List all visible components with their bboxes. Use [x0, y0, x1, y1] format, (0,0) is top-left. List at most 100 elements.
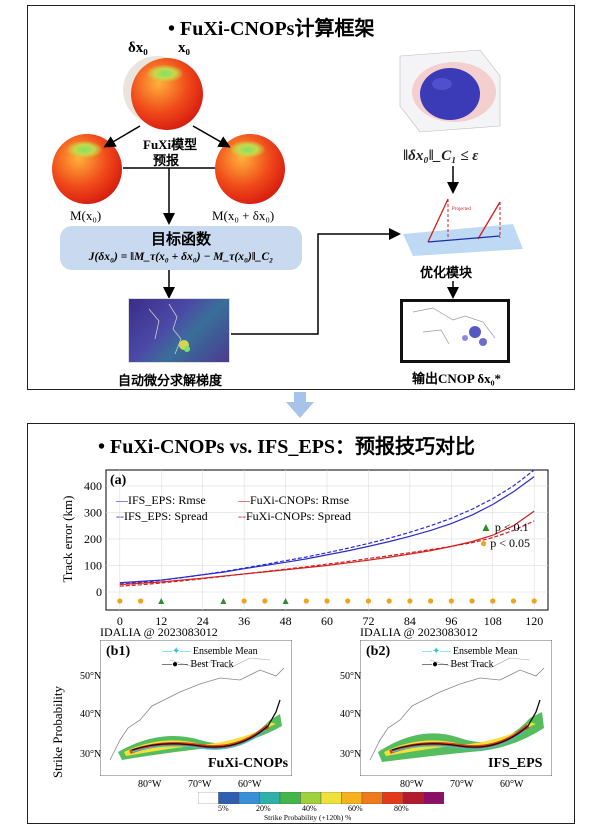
sig-marker-p005	[407, 598, 413, 604]
colorbar-swatch	[279, 792, 301, 804]
x-tick-label: 48	[280, 614, 292, 627]
ensemble-mean-line	[131, 729, 267, 753]
cb-tick-20: 20%	[256, 804, 271, 813]
b1-lat-40: 40°N	[80, 709, 102, 720]
b1-lat-30: 30°N	[80, 749, 102, 760]
b1-legend-best-label: Best Track	[190, 659, 234, 670]
sig-marker-p005	[324, 598, 330, 604]
colorbar-swatch	[402, 792, 424, 804]
sig-marker-p005	[303, 598, 309, 604]
sig-marker-p01	[282, 598, 289, 604]
b2-lat-40: 40°N	[340, 709, 362, 720]
panel-transition-arrow-head	[286, 402, 314, 418]
sig-marker-p005	[531, 598, 537, 604]
coastline	[369, 667, 545, 761]
cb-tick-60: 60%	[348, 804, 363, 813]
legend-fuxi-rmse: —FuXi-CNOPs: Rmse	[238, 493, 350, 507]
x-tick-label: 12	[155, 614, 167, 627]
legend-p01-label: p < 0.1	[494, 520, 529, 534]
best-track-line	[131, 699, 281, 751]
sig-marker-p005	[448, 598, 454, 604]
colorbar-label: Strike Probability (+120h) %	[264, 813, 352, 822]
y-tick-label: 200	[84, 532, 102, 546]
objective-function-box: 目标函数 J(δx₀) = ‖M_τ(x₀ + δx₀) − M_τ(x₀)‖_…	[60, 226, 302, 270]
colorbar-swatch	[259, 792, 281, 804]
x0-label: x₀	[178, 40, 190, 56]
output-label: 输出CNOP δx₀*	[412, 371, 502, 386]
delta-x0-label: δx₀	[128, 40, 148, 56]
b2-lat-50: 50°N	[340, 671, 362, 682]
sig-marker-p005	[365, 598, 372, 604]
cb-tick-40: 40%	[302, 804, 317, 813]
colorbar-swatch	[320, 792, 342, 804]
b2-lat-30: 30°N	[340, 749, 362, 760]
legend-fuxi-rmse-label: FuXi-CNOPs: Rmse	[250, 493, 350, 507]
x-tick-label: 120	[525, 614, 543, 627]
sig-marker-p005	[262, 598, 268, 604]
sig-marker-p005	[490, 598, 496, 604]
b1-legend-best: —●— Best Track	[162, 659, 234, 670]
comparison-title: • FuXi-CNOPs vs. IFS_EPS：预报技巧对比	[98, 436, 476, 458]
legend-p005: ● p < 0.05	[480, 536, 531, 550]
objective-title: 目标函数	[150, 232, 211, 248]
b1-title: IDALIA @ 2023083012	[100, 625, 218, 639]
best-track-line	[391, 699, 541, 751]
series-line-fuxi-cnops-spread	[119, 520, 535, 587]
x-tick-label: 84	[404, 614, 416, 627]
cnop-output-map	[400, 299, 510, 363]
projected-text: Projected	[452, 207, 471, 212]
sig-marker-p005	[427, 598, 434, 604]
gradient-map	[128, 298, 230, 363]
sig-marker-p01	[158, 598, 165, 604]
sig-marker-p005	[117, 598, 123, 604]
x-tick-label: 36	[238, 614, 250, 627]
sig-marker-p005	[137, 598, 144, 604]
legend-ifs-rmse: —IFS_EPS: Rmse	[116, 493, 206, 507]
optim-label: 优化模块	[420, 265, 473, 280]
framework-connectors	[103, 125, 459, 335]
strike-probability-ylabel: Strike Probability	[50, 686, 66, 778]
m-x0-label: M(x₀)	[70, 208, 102, 223]
legend-ifs-spread: --IFS_EPS: Spread	[116, 509, 208, 523]
b2-lon-60: 60°W	[500, 779, 524, 790]
b2-title: IDALIA @ 2023083012	[360, 625, 478, 639]
b2-legend-mean-label: Ensemble Mean	[452, 646, 518, 657]
coastline-north	[169, 657, 271, 669]
map-b1	[100, 640, 292, 776]
m-x0-dx0-label: M(x₀ + δx₀)	[212, 208, 275, 223]
colorbar-swatch	[238, 792, 260, 804]
legend-p01: ▲ p < 0.1	[480, 520, 529, 534]
ensemble-mean-line	[391, 729, 527, 753]
x-tick-label: 0	[117, 614, 123, 627]
framework-panel: • FuXi-CNOPs计算框架 δx₀ x₀ FuXi模型 预报 M(x₀) …	[27, 5, 575, 390]
legend-ifs-spread-label: IFS_EPS: Spread	[124, 509, 208, 523]
y-tick-label: 0	[96, 585, 102, 599]
model-label-line2: 预报	[153, 153, 180, 168]
b2-model-label: IFS_EPS	[488, 756, 543, 771]
y-tick-label: 300	[84, 505, 102, 519]
probability-band-mid	[124, 722, 276, 756]
legend-fuxi-spread-label: FuXi-CNOPs: Spread	[246, 509, 352, 523]
b1-model-label: FuXi-CNOPs	[208, 756, 289, 771]
b2-lon-80: 80°W	[400, 779, 424, 790]
colorbar-swatch	[198, 792, 219, 804]
colorbar-swatch	[423, 792, 444, 804]
colorbar-swatch	[341, 792, 363, 804]
panel-transition-arrow	[294, 392, 306, 402]
cb-tick-5: 5%	[218, 804, 229, 813]
legend-ifs-rmse-label: IFS_EPS: Rmse	[128, 493, 206, 507]
y-axis-label: Track error (km)	[60, 496, 75, 583]
objective-formula: J(δx₀) = ‖M_τ(x₀ + δx₀) − M_τ(x₀)‖_C₂	[88, 251, 274, 263]
cnop-output-overlay	[412, 307, 496, 346]
y-tick-label: 100	[84, 558, 102, 572]
forecast-globe-left	[52, 134, 122, 204]
strike-probability-ylabel-text: Strike Probability	[50, 685, 66, 779]
x-tick-label: 96	[445, 614, 457, 627]
map-b2	[360, 640, 552, 776]
b2-legend-mean: —✦— Ensemble Mean	[422, 646, 518, 657]
sig-marker-p005	[510, 598, 517, 604]
x-tick-label: 60	[321, 614, 333, 627]
b1-lat-50: 50°N	[80, 671, 102, 682]
colorbar-swatch	[218, 792, 240, 804]
